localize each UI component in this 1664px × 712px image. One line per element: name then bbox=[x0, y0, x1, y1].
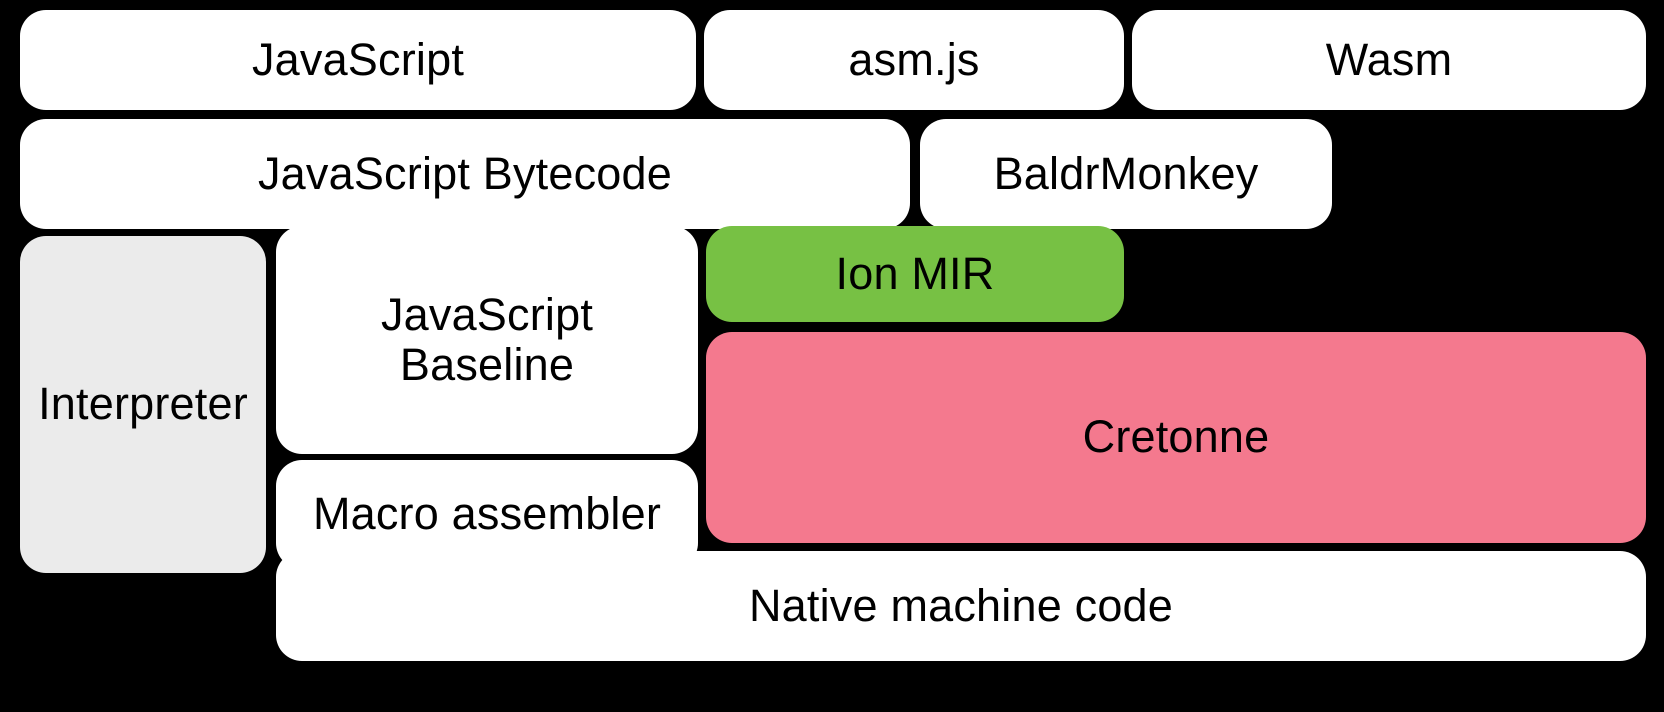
node-javascript-bytecode: JavaScript Bytecode bbox=[20, 119, 910, 229]
node-javascript-baseline: JavaScript Baseline bbox=[276, 226, 698, 454]
node-javascript: JavaScript bbox=[20, 10, 696, 110]
node-asmjs: asm.js bbox=[704, 10, 1124, 110]
node-interpreter: Interpreter bbox=[20, 236, 266, 573]
node-baldrmonkey: BaldrMonkey bbox=[920, 119, 1332, 229]
node-cretonne: Cretonne bbox=[706, 332, 1646, 543]
node-native-machine-code: Native machine code bbox=[276, 551, 1646, 661]
node-macro-assembler: Macro assembler bbox=[276, 460, 698, 569]
node-wasm: Wasm bbox=[1132, 10, 1646, 110]
node-ion-mir: Ion MIR bbox=[706, 226, 1124, 322]
